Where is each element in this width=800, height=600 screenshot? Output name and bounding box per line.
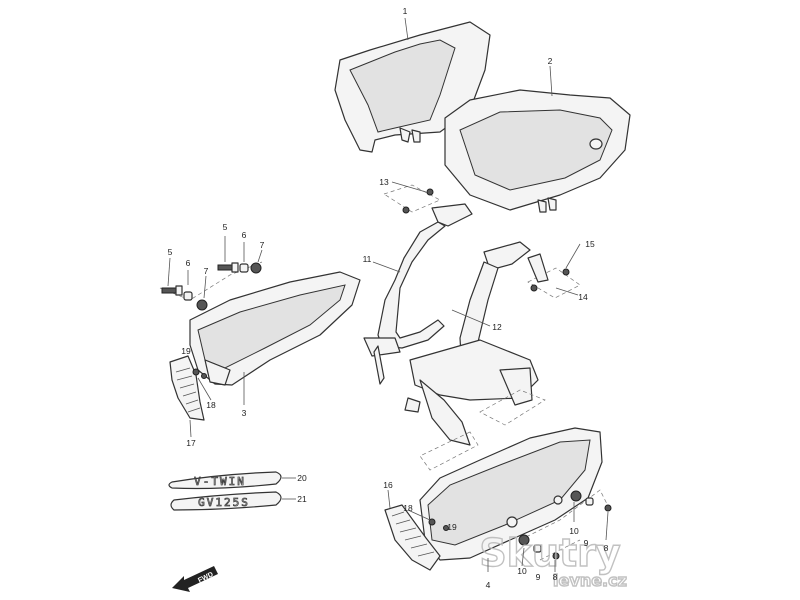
callout-19b: 19 <box>447 522 457 532</box>
callout-13: 13 <box>379 177 389 187</box>
callout-1: 1 <box>403 6 408 16</box>
callout-18b: 18 <box>403 503 413 513</box>
callout-6b: 6 <box>186 258 191 268</box>
callout-15: 15 <box>585 239 595 249</box>
callout-10a: 10 <box>569 526 579 536</box>
callout-8b: 8 <box>553 572 558 582</box>
left-side-cover-3 <box>189 271 361 386</box>
bracket-12 <box>404 241 539 446</box>
callout-9b: 9 <box>536 572 541 582</box>
bracket-11 <box>363 203 473 385</box>
callout-5a: 5 <box>223 222 228 232</box>
emblem-model-21: GV125S <box>170 491 282 511</box>
emblem-vtwin-20: V-TWIN <box>168 471 282 490</box>
tank-cover-2 <box>444 89 631 213</box>
grille-17 <box>169 355 205 421</box>
watermark-brand: Skutry <box>479 531 621 575</box>
grille-16 <box>384 504 441 571</box>
callout-14: 14 <box>578 292 588 302</box>
callout-12: 12 <box>492 322 502 332</box>
callout-7a: 7 <box>260 240 265 250</box>
callout-3: 3 <box>242 408 247 418</box>
leader-lines <box>167 17 609 572</box>
callout-6a: 6 <box>242 230 247 240</box>
callout-2: 2 <box>548 56 553 66</box>
callout-20: 20 <box>297 473 307 483</box>
callout-5b: 5 <box>168 247 173 257</box>
upper-side-cover-1 <box>334 21 491 153</box>
callout-21: 21 <box>297 494 307 504</box>
callout-16: 16 <box>383 480 393 490</box>
emblem-model-text: GV125S <box>198 496 250 509</box>
callout-11: 11 <box>363 254 372 264</box>
callout-8a: 8 <box>604 543 609 553</box>
callout-10b: 10 <box>517 566 527 576</box>
emblem-vtwin-text: V-TWIN <box>194 475 246 488</box>
hardware <box>161 188 612 560</box>
callout-17: 17 <box>186 438 196 448</box>
callout-9a: 9 <box>584 538 589 548</box>
watermark-domain: levne.cz <box>553 571 627 590</box>
watermark: Skutry levne.cz <box>479 530 628 590</box>
assembly-guides <box>159 184 611 561</box>
callout-7b: 7 <box>204 266 209 276</box>
fwd-arrow-icon: FWD <box>172 566 218 592</box>
callout-19a: 19 <box>181 346 191 356</box>
callout-4: 4 <box>486 580 491 590</box>
right-side-cover-4 <box>419 427 603 561</box>
callout-18a: 18 <box>206 400 216 410</box>
callout-numbers: 1 2 3 4 5 5 6 6 7 7 8 8 9 9 10 10 11 12 … <box>168 6 609 590</box>
